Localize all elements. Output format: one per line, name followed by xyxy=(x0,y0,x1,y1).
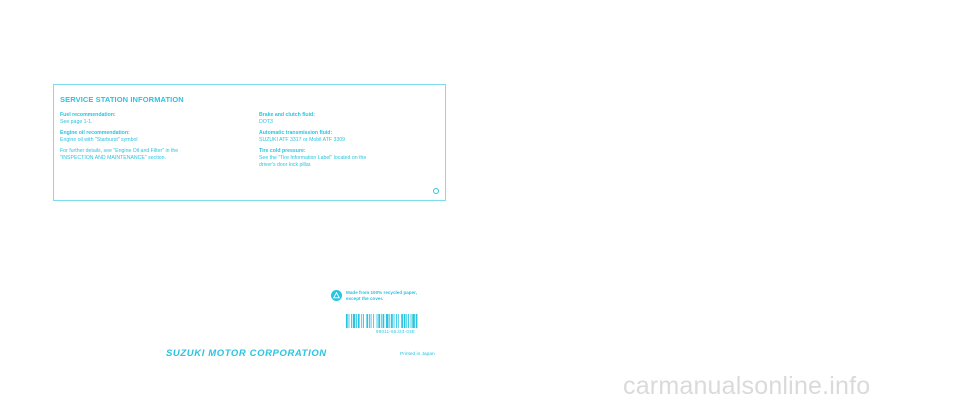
barcode-bar xyxy=(382,314,385,328)
recycled-line-2: except the cover. xyxy=(346,295,384,301)
brake-fluid-text: DOT3 xyxy=(259,118,273,125)
tire-pressure-line-1: See the "Tire Information Label" located… xyxy=(259,154,367,161)
barcode-bar xyxy=(363,314,364,328)
barcode-bar xyxy=(403,314,406,328)
right-column: Brake and clutch fluid: DOT3 Automatic t… xyxy=(259,112,439,173)
brake-fluid-label: Brake and clutch fluid: xyxy=(259,112,315,118)
printed-in-label: Printed in Japan xyxy=(400,352,435,357)
barcode-bar xyxy=(380,314,382,328)
registered-symbol-icon xyxy=(433,188,439,194)
barcode-bar xyxy=(410,314,412,328)
details-group: For further details, see "Engine Oil and… xyxy=(60,148,250,161)
brand-name: SUZUKI MOTOR CORPORATION xyxy=(166,348,327,359)
barcode-bar xyxy=(389,314,391,328)
fuel-group: Fuel recommendation: See page 1-1. xyxy=(60,112,250,125)
barcode-bar xyxy=(412,314,415,328)
atf-text: SUZUKI ATF 3317 or Mobil ATF 3309 xyxy=(259,136,346,143)
engine-oil-group: Engine oil recommendation: Engine oil wi… xyxy=(60,130,250,143)
atf-label: Automatic transmission fluid: xyxy=(259,130,333,137)
barcode-bar xyxy=(415,314,418,328)
barcode-bar xyxy=(356,314,358,328)
barcode-bar xyxy=(348,314,350,328)
barcode-bar xyxy=(385,314,389,328)
atf-group: Automatic transmission fluid: SUZUKI ATF… xyxy=(259,130,439,143)
barcode-bar xyxy=(393,314,395,328)
barcode xyxy=(346,314,418,328)
barcode-bar xyxy=(352,314,356,328)
tire-pressure-label: Tire cold pressure: xyxy=(259,148,306,155)
recycled-paper-note: Made from 100% recycled paper, except th… xyxy=(346,290,417,301)
recycle-icon xyxy=(331,290,342,301)
barcode-bar xyxy=(351,314,352,328)
watermark: carmanualsonline.info xyxy=(623,372,871,400)
brake-fluid-group: Brake and clutch fluid: DOT3 xyxy=(259,112,439,125)
engine-oil-label: Engine oil recommendation: xyxy=(60,130,130,137)
barcode-bar xyxy=(408,314,409,328)
barcode-bar xyxy=(368,314,370,328)
barcode-bar xyxy=(396,314,397,328)
barcode-bar xyxy=(401,314,403,328)
tire-pressure-line-2: driver's door lock pillar. xyxy=(259,161,312,168)
engine-oil-text: Engine oil with "Starburst" symbol xyxy=(60,136,138,143)
barcode-bar xyxy=(391,314,393,328)
barcode-bar xyxy=(357,314,360,328)
barcode-bar xyxy=(346,314,348,328)
details-line-1: For further details, see "Engine Oil and… xyxy=(60,148,179,155)
barcode-bar xyxy=(373,314,375,328)
barcode-bar xyxy=(370,314,372,328)
fuel-label: Fuel recommendation: xyxy=(60,112,116,118)
barcode-bar xyxy=(361,314,363,328)
barcode-bar xyxy=(397,314,399,328)
service-station-info-box: SERVICE STATION INFORMATION Fuel recomme… xyxy=(53,84,446,201)
recycled-line-1: Made from 100% recycled paper, xyxy=(346,290,417,295)
details-line-2: "INSPECTION AND MAINTENANCE" section. xyxy=(60,154,167,161)
tire-pressure-group: Tire cold pressure: See the "Tire Inform… xyxy=(259,148,439,168)
box-title: SERVICE STATION INFORMATION xyxy=(60,95,184,104)
fuel-text: See page 1-1. xyxy=(60,118,93,125)
barcode-bar xyxy=(406,314,408,328)
barcode-bar xyxy=(378,314,380,328)
barcode-number: 99011-66J23-03E xyxy=(376,329,416,334)
barcode-bar xyxy=(376,314,378,328)
left-column: Fuel recommendation: See page 1-1. Engin… xyxy=(60,112,250,167)
barcode-bar xyxy=(366,314,369,328)
